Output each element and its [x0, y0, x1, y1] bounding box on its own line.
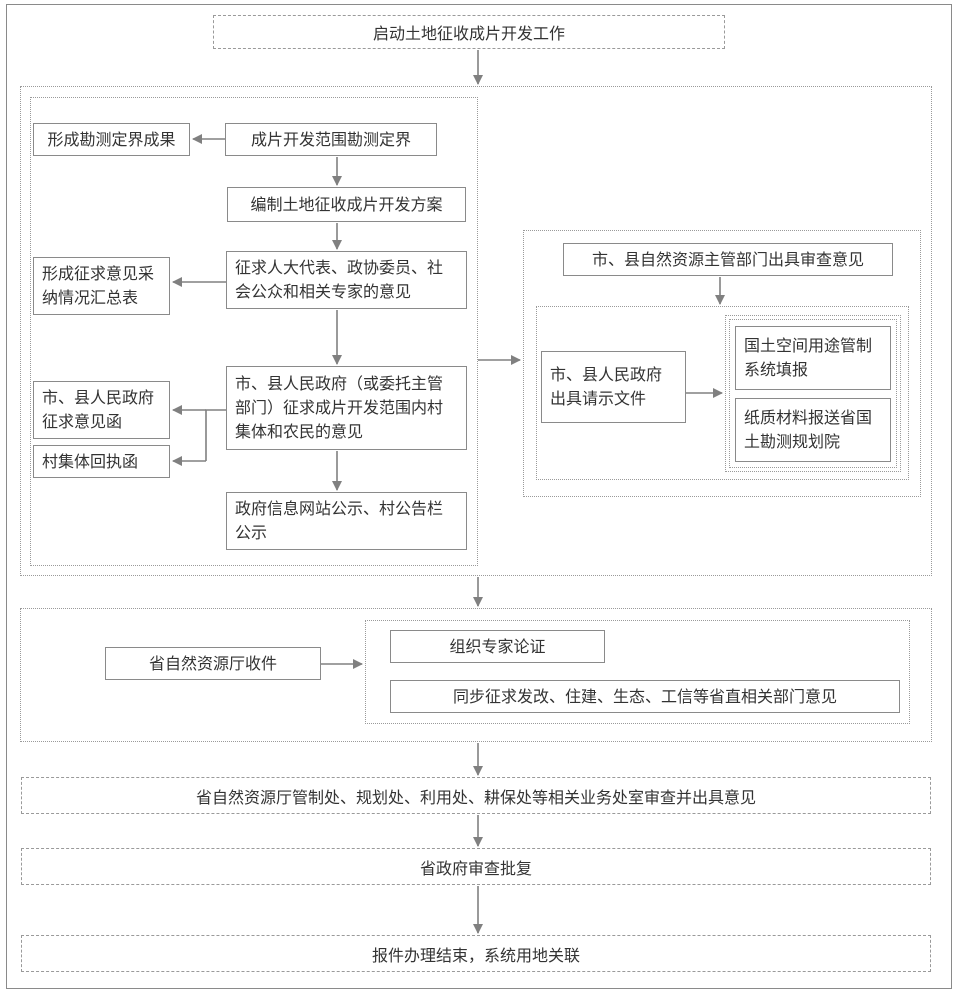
- survey-label: 成片开发范围勘测定界: [250, 129, 411, 149]
- village-receipt-box: 村集体回执函: [33, 445, 170, 478]
- solicit-label: 征求人大代表、政协委员、社会公众和相关专家的意见: [235, 258, 444, 301]
- expert-label: 组织专家论证: [449, 636, 546, 656]
- end-label: 报件办理结束，系统用地关联: [371, 945, 580, 965]
- gov-letter-label: 市、县人民政府征求意见函: [42, 388, 155, 431]
- end-box: 报件办理结束，系统用地关联: [21, 935, 931, 972]
- request-container: [536, 306, 909, 480]
- villager-label: 市、县人民政府（或委托主管部门）征求成片开发范围内村集体和农民的意见: [235, 374, 444, 441]
- sync-label: 同步征求发改、住建、生态、工信等省直相关部门意见: [452, 686, 837, 706]
- expert-box: 组织专家论证: [390, 630, 605, 663]
- village-receipt-label: 村集体回执函: [42, 451, 139, 471]
- submission-container: [725, 315, 901, 472]
- submission-inner-container: [729, 319, 897, 468]
- stage3-label: 省自然资源厅管制处、规划处、利用处、耕保处等相关业务处室审查并出具意见: [195, 787, 756, 807]
- system-report-label: 国土空间用途管制系统填报: [744, 336, 873, 379]
- sync-box: 同步征求发改、住建、生态、工信等省直相关部门意见: [390, 680, 900, 713]
- stage2-right-container: [365, 620, 910, 724]
- survey-box: 成片开发范围勘测定界: [225, 123, 437, 156]
- plan-box: 编制土地征收成片开发方案: [227, 187, 466, 222]
- stage2-container: [20, 608, 932, 742]
- gov-letter-box: 市、县人民政府征求意见函: [33, 381, 170, 439]
- publicity-label: 政府信息网站公示、村公告栏公示: [235, 499, 444, 542]
- receive-box: 省自然资源厅收件: [105, 647, 321, 680]
- stage1-left-container: [30, 97, 478, 566]
- stage1-right-container: [523, 230, 921, 497]
- stage1-container: [20, 86, 932, 576]
- publicity-box: 政府信息网站公示、村公告栏公示: [226, 492, 467, 550]
- stage4-box: 省政府审查批复: [21, 848, 931, 885]
- stage4-label: 省政府审查批复: [419, 858, 532, 878]
- receive-label: 省自然资源厅收件: [148, 653, 277, 673]
- connector-villager-bracket: [205, 409, 226, 461]
- system-report-box: 国土空间用途管制系统填报: [735, 326, 891, 390]
- review-opinion-box: 市、县自然资源主管部门出具审查意见: [563, 243, 893, 276]
- start-box: 启动土地征收成片开发工作: [213, 15, 725, 49]
- solicit-result-box: 形成征求意见采纳情况汇总表: [33, 257, 170, 315]
- start-label: 启动土地征收成片开发工作: [372, 24, 565, 43]
- paper-submit-box: 纸质材料报送省国土勘测规划院: [735, 398, 891, 462]
- villager-box: 市、县人民政府（或委托主管部门）征求成片开发范围内村集体和农民的意见: [226, 366, 467, 450]
- request-doc-label: 市、县人民政府出具请示文件: [550, 365, 663, 408]
- review-opinion-label: 市、县自然资源主管部门出具审查意见: [591, 249, 864, 269]
- survey-result-label: 形成勘测定界成果: [47, 129, 176, 149]
- solicit-result-label: 形成征求意见采纳情况汇总表: [42, 264, 155, 307]
- plan-label: 编制土地征收成片开发方案: [250, 194, 443, 214]
- stage3-box: 省自然资源厅管制处、规划处、利用处、耕保处等相关业务处室审查并出具意见: [21, 777, 931, 814]
- request-doc-box: 市、县人民政府出具请示文件: [541, 351, 686, 423]
- solicit-box: 征求人大代表、政协委员、社会公众和相关专家的意见: [226, 251, 467, 309]
- paper-submit-label: 纸质材料报送省国土勘测规划院: [744, 408, 873, 451]
- diagram-frame: [6, 4, 952, 989]
- survey-result-box: 形成勘测定界成果: [33, 123, 190, 156]
